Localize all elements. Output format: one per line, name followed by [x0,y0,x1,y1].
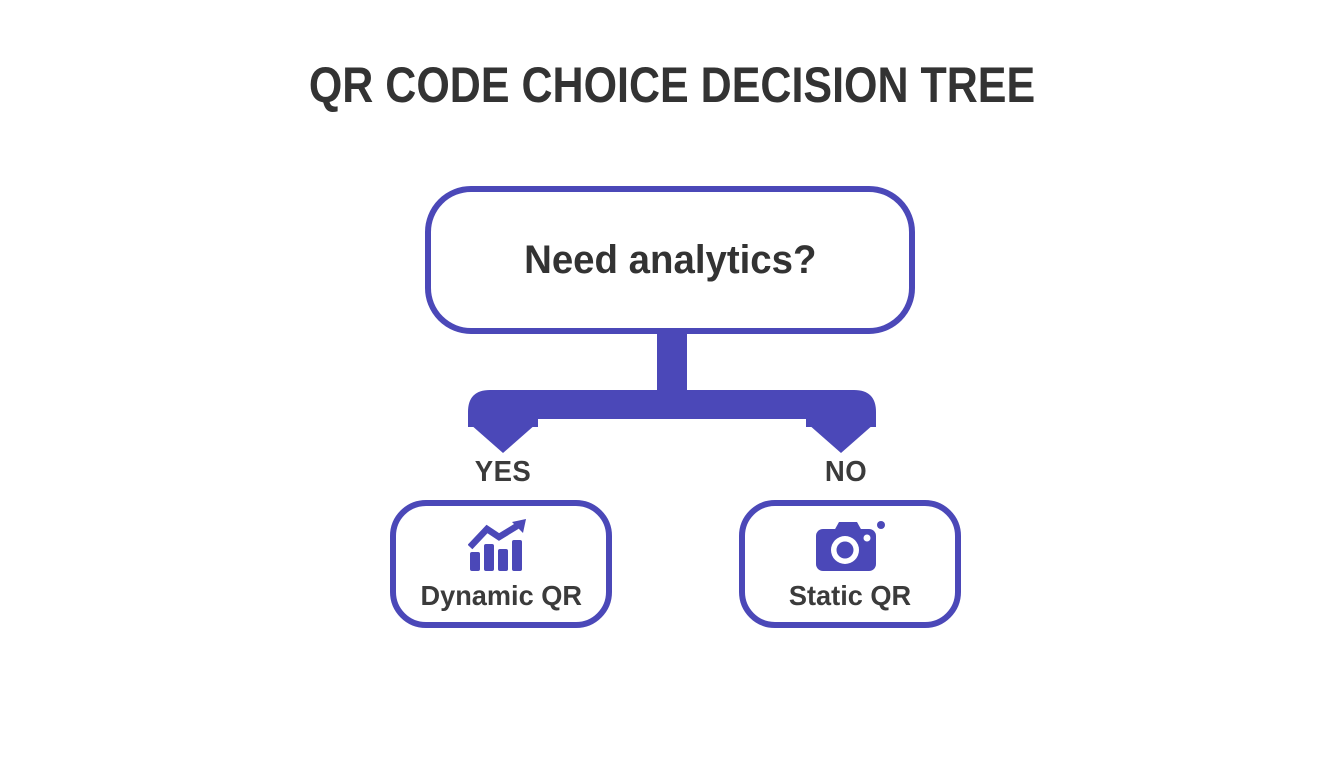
leaf-node-static-qr: Static QR [739,500,961,628]
camera-icon [816,520,885,571]
connector-stem [657,330,687,392]
bar-chart-growth-icon [468,518,526,571]
leaf-node-label: Dynamic QR [420,579,582,611]
arrowhead-down-left-icon [470,424,536,453]
root-question-node: Need analytics? [425,186,915,334]
page-title: QR CODE CHOICE DECISION TREE [308,57,1036,113]
connector-bar [468,390,876,427]
root-question-label: Need analytics? [523,237,817,282]
branch-label-no: NO [824,456,868,488]
leaf-node-label: Static QR [788,579,912,611]
branch-label-yes: YES [474,456,532,488]
arrowhead-down-right-icon [808,424,874,453]
leaf-node-dynamic-qr: Dynamic QR [390,500,612,628]
